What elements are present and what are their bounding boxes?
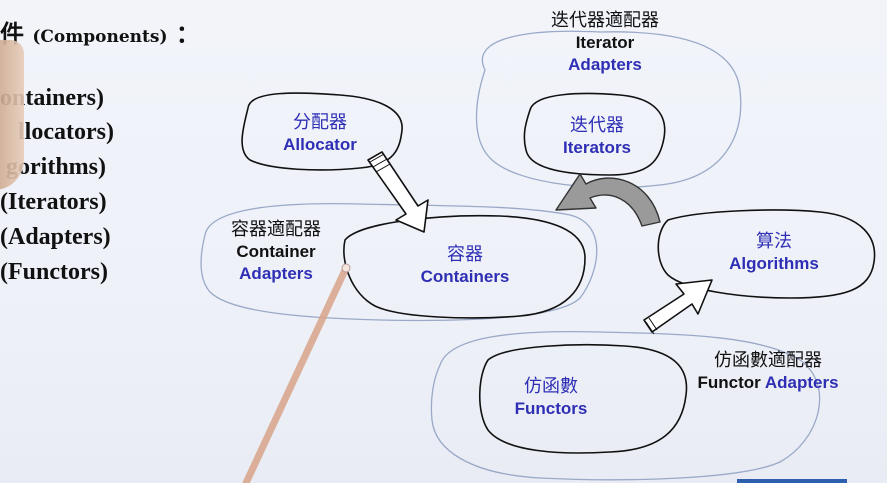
node-container-adapters: 容器適配器 Container Adapters bbox=[214, 219, 338, 285]
iterators-en: Iterators bbox=[562, 138, 632, 157]
blob-containers bbox=[343, 214, 586, 319]
containers-en: Containers bbox=[420, 267, 510, 286]
container-adapters-en2: Adapters bbox=[239, 264, 313, 283]
functor-adapters-en: Functor Adapters bbox=[686, 372, 850, 394]
heading-colon: ： bbox=[175, 19, 200, 48]
iterator-adapters-en1: Iterator bbox=[575, 33, 635, 52]
node-functors: 仿函數 Functors bbox=[494, 376, 608, 420]
node-iterator-adapters: 迭代器適配器 Iterator Adapters bbox=[540, 10, 670, 76]
containers-zh: 容器 bbox=[447, 244, 483, 265]
allocator-en: Allocator bbox=[283, 135, 357, 154]
functor-adapters-en1: Functor bbox=[697, 373, 761, 392]
blob-iterators bbox=[523, 92, 666, 176]
functor-adapters-zh: 仿函數適配器 bbox=[714, 350, 822, 371]
node-containers: 容器 Containers bbox=[400, 244, 530, 288]
list-item-adapters: (Adapters) bbox=[0, 224, 111, 250]
allocator-zh: 分配器 bbox=[293, 112, 347, 133]
iterator-adapters-en2: Adapters bbox=[568, 55, 642, 74]
cloud-container-adapters bbox=[200, 203, 598, 322]
blob-algorithms bbox=[657, 209, 876, 299]
corner-bar bbox=[737, 479, 847, 483]
presenter-silhouette bbox=[0, 40, 24, 190]
list-item-iterators: (Iterators) bbox=[0, 189, 107, 215]
arrow-functors-to-algorithms bbox=[643, 279, 713, 335]
node-algorithms: 算法 Algorithms bbox=[714, 231, 834, 275]
functors-en: Functors bbox=[514, 399, 588, 418]
curved-arrow-iterators bbox=[555, 173, 661, 227]
list-item-functors: (Functors) bbox=[0, 259, 108, 285]
functor-adapters-en2: Adapters bbox=[764, 373, 839, 392]
container-adapters-en1: Container bbox=[236, 242, 316, 261]
blob-functors bbox=[478, 344, 688, 454]
container-adapters-zh: 容器適配器 bbox=[231, 219, 321, 240]
pointer-stick bbox=[242, 264, 350, 483]
iterator-adapters-zh: 迭代器適配器 bbox=[551, 10, 659, 31]
pointer-tip bbox=[341, 263, 351, 273]
blob-allocator bbox=[241, 92, 403, 171]
heading-components: (Components) bbox=[32, 27, 168, 47]
functors-zh: 仿函數 bbox=[524, 376, 578, 397]
node-allocator: 分配器 Allocator bbox=[260, 112, 380, 156]
iterators-zh: 迭代器 bbox=[570, 115, 624, 136]
list-heading: 件 (Components) ： bbox=[0, 14, 200, 49]
node-functor-adapters: 仿函數適配器 Functor Adapters bbox=[686, 350, 850, 394]
node-iterators: 迭代器 Iterators bbox=[537, 115, 657, 159]
cloud-iterator-adapters bbox=[475, 30, 742, 189]
arrow-allocator-to-containers bbox=[367, 151, 429, 233]
list-item-allocators: llocators) bbox=[18, 119, 114, 145]
algorithms-en: Algorithms bbox=[729, 254, 819, 273]
cloud-functor-adapters bbox=[430, 330, 821, 481]
algorithms-zh: 算法 bbox=[756, 231, 792, 252]
